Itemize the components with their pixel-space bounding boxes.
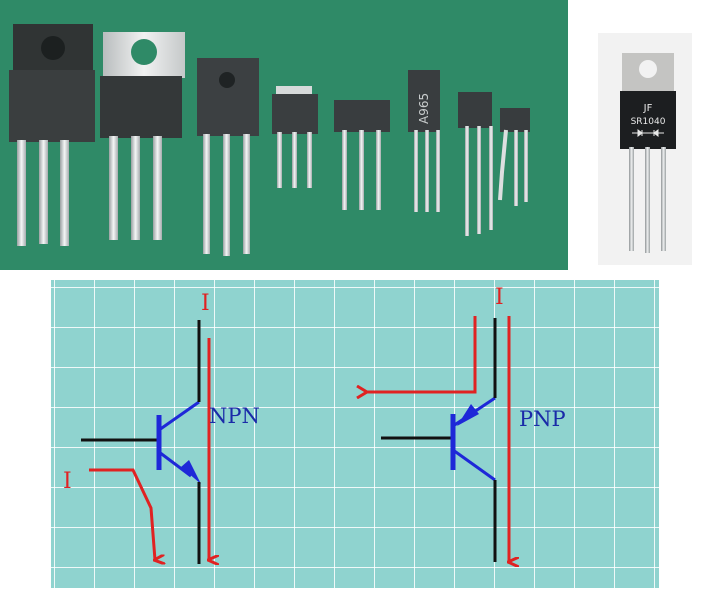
npn-emitter-arrow-icon <box>181 460 201 484</box>
sr1040-component-photo: JF SR1040 <box>598 33 692 265</box>
pnp-base-current-arrow <box>367 316 477 392</box>
npn-transistor-symbol <box>81 320 201 564</box>
to92-package-large <box>458 92 493 236</box>
npn-emitter-line <box>158 450 192 478</box>
to92l-package <box>334 100 390 210</box>
transistor-packages-photo: A965 <box>0 0 568 270</box>
dual-diode-icon <box>632 129 664 137</box>
part-number-label: SR1040 <box>631 117 666 127</box>
npn-label: NPN <box>209 404 260 428</box>
npn-current-label-base: I <box>63 469 72 494</box>
pnp-current-label-top: I <box>495 285 504 310</box>
current-flow-drawing: I I NPN I PNP <box>63 285 566 588</box>
pnp-emitter-arrow-icon <box>457 404 479 426</box>
npn-collector-line <box>158 400 200 432</box>
pnp-collector-line <box>452 448 496 482</box>
transistor-packages-drawing: A965 <box>9 24 530 256</box>
pnp-current-arrows <box>367 316 509 562</box>
to126-package <box>197 58 259 256</box>
to92-package-small <box>498 108 530 206</box>
to220f-package-1 <box>9 24 95 246</box>
npn-base-current-arrow <box>89 468 155 560</box>
npn-current-label-top: I <box>201 291 210 316</box>
package-marking: A965 <box>417 93 431 124</box>
sr1040-component-drawing: JF SR1040 <box>620 53 676 253</box>
to92mod-package-a965: A965 <box>408 70 440 212</box>
brand-label: JF <box>643 103 653 114</box>
npn-current-arrows <box>89 338 209 560</box>
pnp-transistor-symbol <box>381 318 497 562</box>
to251-package <box>272 86 318 188</box>
to220-package <box>100 32 185 240</box>
transistor-current-diagram: I I NPN I PNP <box>51 280 659 588</box>
pnp-label: PNP <box>519 407 566 431</box>
